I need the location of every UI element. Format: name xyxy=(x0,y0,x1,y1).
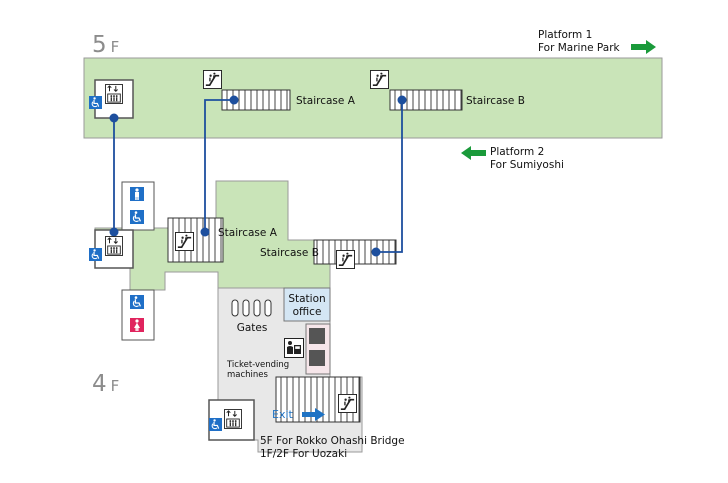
platform-2-label: Platform 2 xyxy=(490,146,544,158)
station-office xyxy=(283,287,331,322)
gates-label: Gates xyxy=(237,322,268,334)
exit-destination-2: 1F/2F For Uozaki xyxy=(260,448,347,460)
platform-2-destination: For Sumiyoshi xyxy=(490,159,564,171)
exit-arrow-icon xyxy=(302,408,325,421)
staircase-b-lower-label: Staircase B xyxy=(260,247,319,259)
escalator-icon xyxy=(338,394,357,413)
station-office-label-1: Station xyxy=(288,293,325,305)
exit-label: Exit xyxy=(272,408,294,421)
staircase-b-upper-label: Staircase B xyxy=(466,95,525,107)
route-node xyxy=(109,227,119,237)
wheelchair-icon xyxy=(89,248,102,261)
route-node xyxy=(397,95,407,105)
wheelchair-icon xyxy=(89,96,102,109)
accessible-route xyxy=(113,99,403,253)
route-nodes xyxy=(109,95,407,257)
female-toilet-icon xyxy=(130,318,144,332)
platform-1-destination: For Marine Park xyxy=(538,42,621,54)
platform-2-direction: Platform 2 For Sumiyoshi xyxy=(461,146,564,171)
male-toilet-icon xyxy=(130,187,144,201)
wheelchair-icon xyxy=(130,295,144,309)
station-office-label-2: office xyxy=(293,306,322,318)
ticket-machine xyxy=(309,350,325,366)
ticket-machines-label-1: Ticket-vending xyxy=(226,360,289,370)
arrow-right-icon xyxy=(631,40,656,54)
route-node xyxy=(371,247,381,257)
ticket-gates xyxy=(231,299,272,317)
route-node xyxy=(109,113,119,123)
elevator-icon xyxy=(224,408,242,430)
ticket-machines-label-2: machines xyxy=(227,370,269,380)
route-node xyxy=(200,227,210,237)
route-node xyxy=(229,95,239,105)
staircase-a-upper-label: Staircase A xyxy=(296,95,356,107)
arrow-left-icon xyxy=(461,146,486,160)
escalator-icon xyxy=(336,250,355,269)
escalator-icon xyxy=(370,70,389,89)
wheelchair-icon xyxy=(130,210,144,224)
staircase-b-upper xyxy=(389,89,463,111)
wheelchair-icon xyxy=(209,418,222,431)
escalator-icon xyxy=(175,232,194,251)
platform-1-direction: Platform 1 For Marine Park xyxy=(538,29,656,54)
ticket-machine xyxy=(309,328,325,344)
platform-1-label: Platform 1 xyxy=(538,29,592,41)
ticket-machine-icon xyxy=(284,338,304,358)
escalator-icon xyxy=(203,70,222,89)
elevator-icon xyxy=(105,236,123,256)
elevator-icon xyxy=(105,84,123,104)
exit-destination-1: 5F For Rokko Ohashi Bridge xyxy=(260,435,405,447)
staircase-a-lower-label: Staircase A xyxy=(218,227,278,239)
